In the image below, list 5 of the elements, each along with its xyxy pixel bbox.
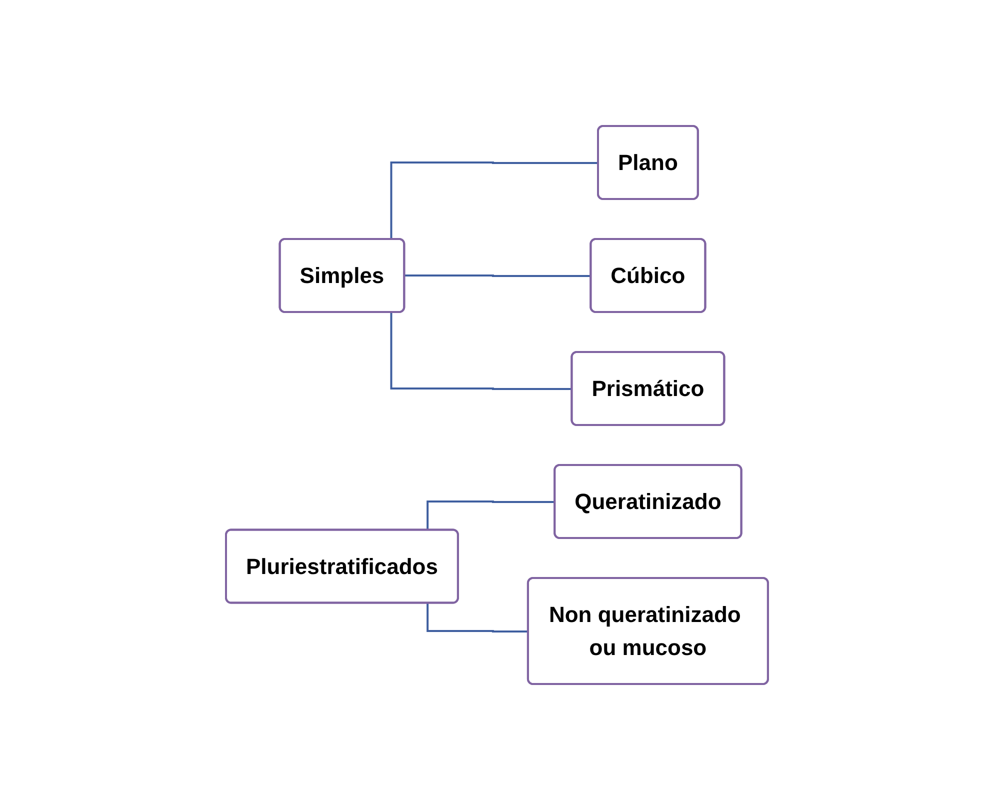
connector (390, 312, 572, 390)
connector (390, 161, 599, 239)
connector (426, 500, 556, 530)
connector (404, 274, 592, 276)
connector (426, 602, 528, 632)
